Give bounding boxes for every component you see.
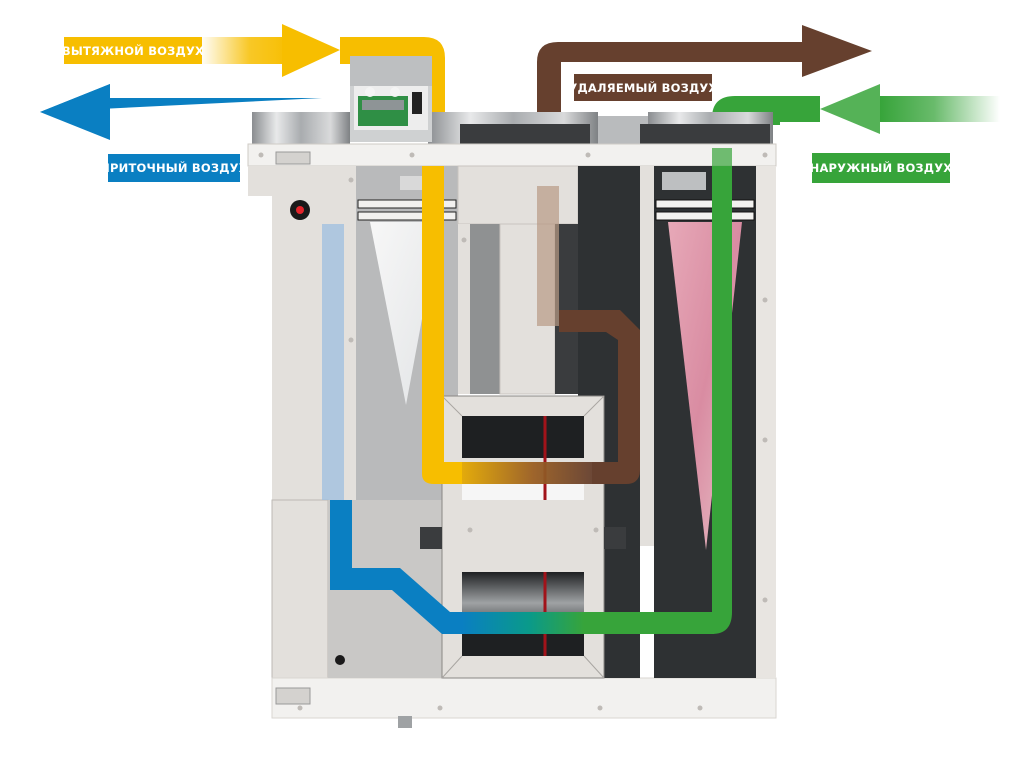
indicator-light bbox=[290, 200, 310, 220]
supply-air-label: ПРИТОЧНЫЙ ВОЗДУХ bbox=[100, 154, 248, 182]
extract-flow-path bbox=[537, 186, 640, 484]
left-damper-actuator bbox=[420, 527, 442, 549]
screws bbox=[258, 152, 768, 711]
unit-casing bbox=[247, 143, 777, 728]
heat-exchanger bbox=[441, 395, 605, 679]
extract-air-label: УДАЛЯЕМЫЙ ВОЗДУХ bbox=[568, 74, 717, 101]
outdoor-flow-path bbox=[584, 148, 732, 634]
exhaust-flow-path bbox=[422, 166, 592, 484]
control-box bbox=[350, 56, 432, 142]
top-ducts bbox=[252, 112, 773, 146]
exhaust-air-label: ВЫТЯЖНОЙ ВОЗДУХ bbox=[62, 37, 204, 64]
center-upper-panel bbox=[457, 165, 580, 395]
supply-flow-path bbox=[322, 224, 584, 634]
right-damper-actuator bbox=[604, 527, 626, 549]
outdoor-air-label: НАРУЖНЫЙ ВОЗДУХ bbox=[810, 153, 952, 183]
extract-air-arrow bbox=[537, 25, 872, 120]
supply-air-arrow bbox=[40, 84, 322, 140]
